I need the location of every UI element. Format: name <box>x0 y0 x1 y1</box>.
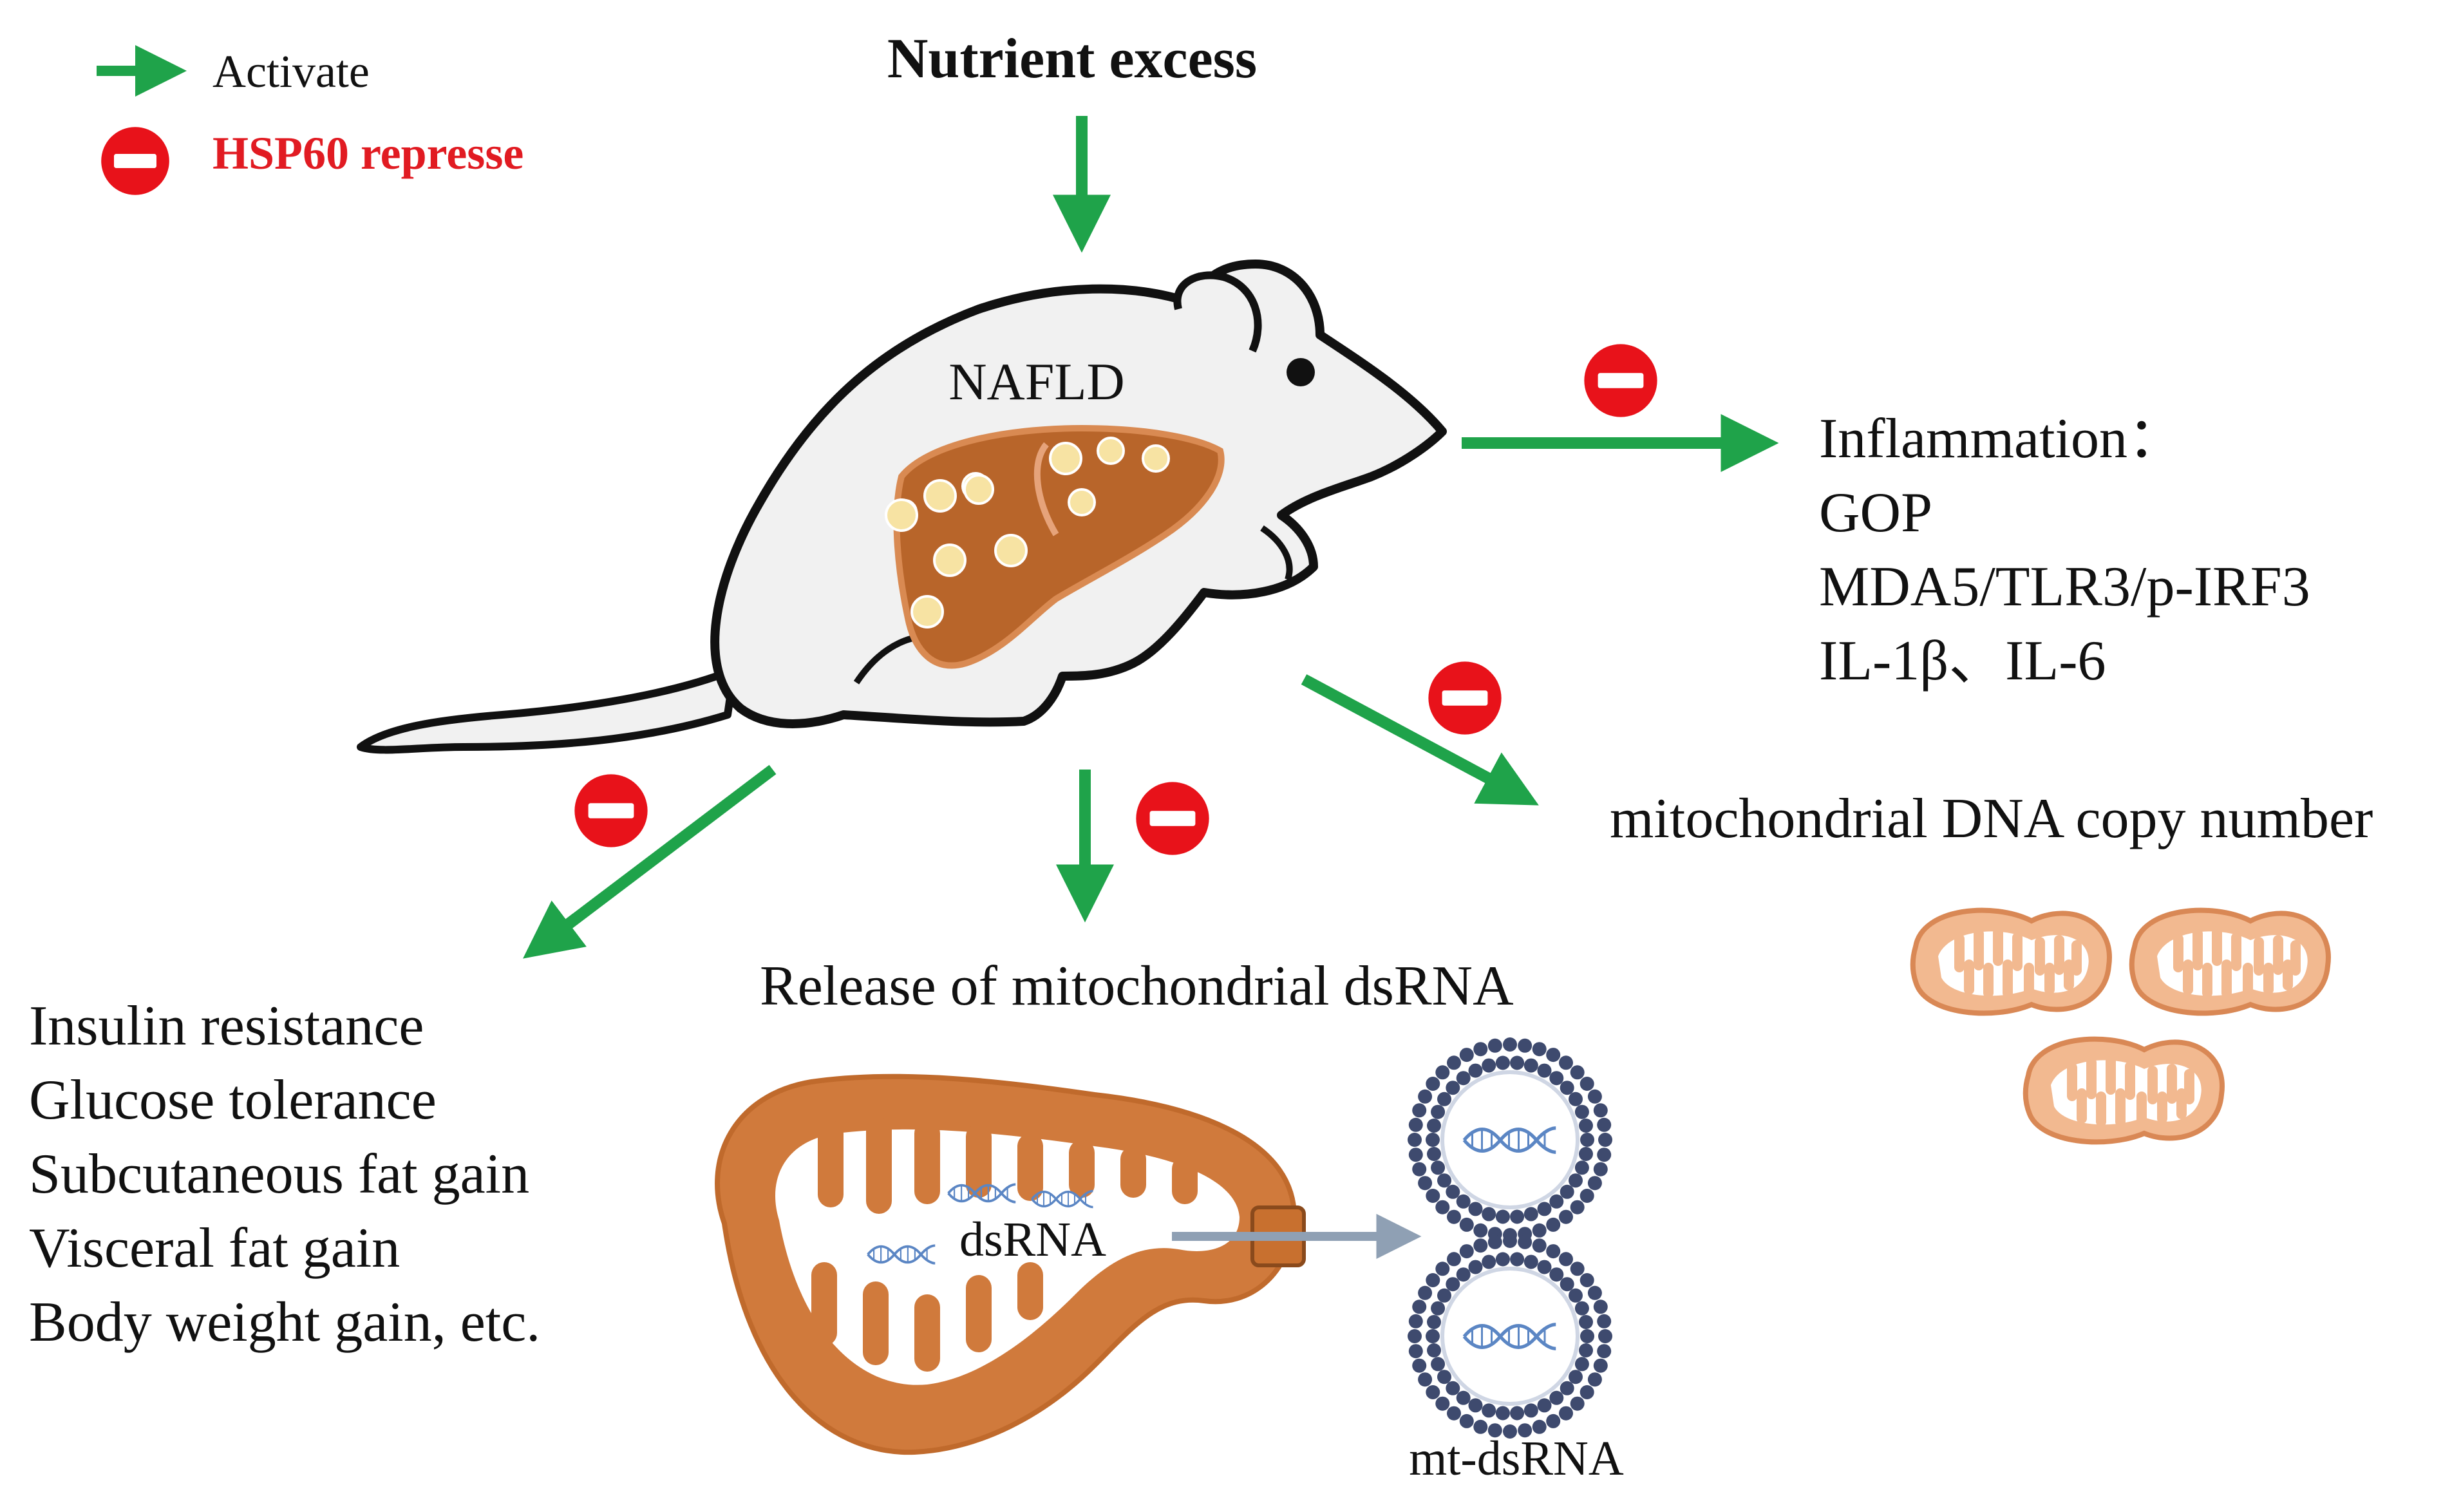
no-entry-icon <box>1584 344 1657 417</box>
no-entry-icon <box>574 774 648 847</box>
mitochondrion-icon <box>2026 1039 2222 1142</box>
inflammation-line-3: IL-1β、IL-6 <box>1819 630 2106 692</box>
metabolic-line-5: Body weight gain, etc. <box>29 1291 540 1354</box>
arrow-to-mtdna <box>1301 674 1539 806</box>
metabolic-outcomes-block: Insulin resistance Glucose tolerance Sub… <box>29 995 540 1354</box>
mouse-eye <box>1287 358 1315 386</box>
dsrna-release-label: Release of mitochondrial dsRNA <box>760 955 1514 1017</box>
metabolic-line-3: Subcutaneous fat gain <box>29 1143 529 1205</box>
legend-repress-label: HSP60 represse <box>212 128 523 179</box>
no-entry-icon <box>101 127 169 195</box>
vesicle-icon <box>1408 1037 1612 1242</box>
inflammation-heading: Inflammation： <box>1819 408 2184 470</box>
nutrient-excess-label: Nutrient excess <box>887 28 1257 90</box>
legend-activate-label: Activate <box>212 46 370 97</box>
mtdna-copy-number-label: mitochondrial DNA copy number <box>1610 788 2373 850</box>
legend: Activate HSP60 represse <box>97 45 523 195</box>
no-entry-icon <box>1136 782 1209 855</box>
inflammation-block: Inflammation： GOP MDA5/TLR3/p-IRF3 IL-1β… <box>1819 408 2310 692</box>
large-mitochondrion <box>715 1073 1306 1455</box>
arrow-to-metabolic <box>523 764 777 959</box>
inflammation-line-2: MDA5/TLR3/p-IRF3 <box>1819 556 2310 618</box>
metabolic-line-2: Glucose tolerance <box>29 1069 437 1131</box>
nafld-label: NAFLD <box>948 352 1124 411</box>
metabolic-line-4: Visceral fat gain <box>29 1217 400 1280</box>
dsrna-label: dsRNA <box>959 1213 1106 1267</box>
mitochondrion-icon <box>1913 911 2109 1014</box>
mt-dsrna-label: mt-dsRNA <box>1409 1432 1624 1486</box>
metabolic-line-1: Insulin resistance <box>29 995 424 1057</box>
mitochondrion-icon <box>2132 911 2328 1014</box>
no-entry-icon <box>1428 661 1502 735</box>
inflammation-line-1: GOP <box>1819 482 1932 544</box>
fatty-liver-icon <box>885 424 1225 669</box>
small-mitochondria-group <box>1913 911 2328 1142</box>
